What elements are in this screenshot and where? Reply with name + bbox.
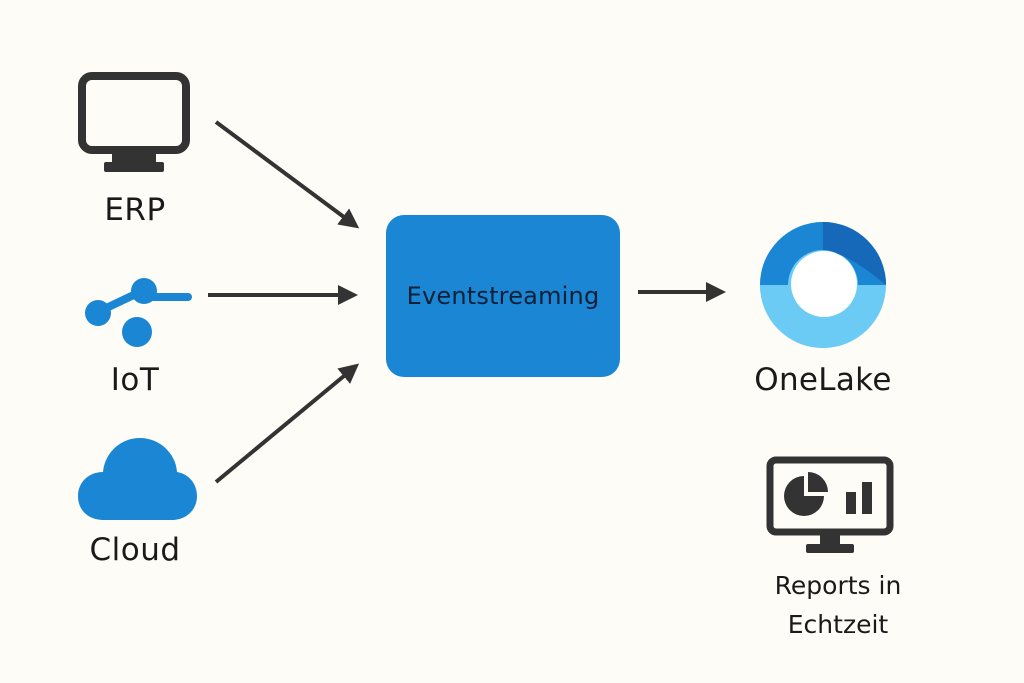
onelake-label: OneLake	[754, 362, 892, 398]
arrow-cloud-to-eventstream	[214, 363, 360, 484]
cloud-label: Cloud	[89, 532, 181, 568]
reports-label: Reports in Echtzeit	[774, 571, 902, 639]
monitor-icon	[78, 72, 190, 172]
erp-label: ERP	[104, 192, 166, 228]
eventstreaming-label: Eventstreaming	[406, 282, 600, 310]
arrow-erp-to-eventstream	[214, 120, 360, 229]
iot-network-icon	[85, 278, 192, 347]
cloud-icon	[78, 438, 197, 520]
onelake-logo-icon	[760, 222, 886, 348]
eventstreaming-box: Eventstreaming	[386, 215, 620, 377]
report-monitor-icon	[766, 456, 894, 553]
iot-label: IoT	[110, 362, 160, 398]
